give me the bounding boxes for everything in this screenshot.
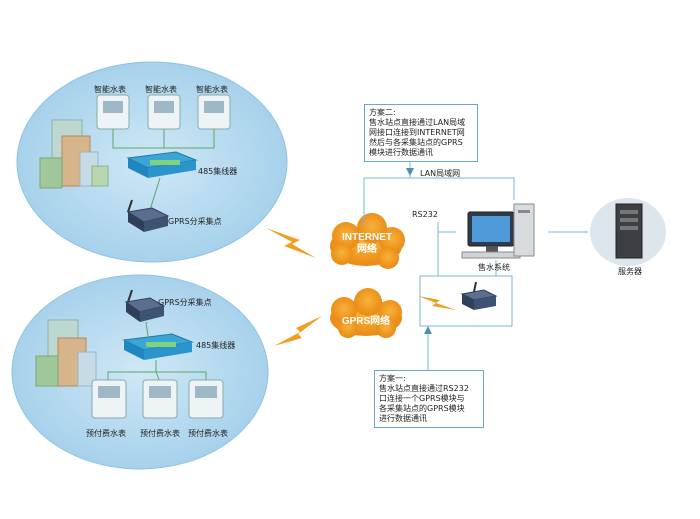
top-meters [96,94,231,149]
bottom-concentrator-label: 485集线器 [196,341,236,350]
top-concentrator-icon [126,151,198,178]
lan-label: LAN局域网 [420,169,461,178]
internet-cloud-icon [330,213,405,269]
smart-meter-icon [96,94,130,130]
internet-label-line2: 网络 [357,244,377,255]
station-gprs-module-icon [460,281,498,310]
plan-two-callout: 方案二: 售水站点直接通过LAN局域 网接口连接到INTERNET网 然后与各采… [364,104,478,162]
prepaid-meter-icon [91,379,127,419]
internet-label-line1: INTERNET [342,232,392,243]
top-meter-label-2: 智能水表 [145,85,177,94]
bottom-buildings-icon [35,319,97,387]
plan-one-line: 进行数据通讯 [379,414,427,423]
bottom-concentrator-icon [122,333,194,360]
prepaid-meter-icon [188,379,224,419]
prepaid-meter-icon [142,379,178,419]
gprs-cloud-icon [330,288,402,338]
lightning-icon [274,316,322,346]
smart-meter-icon [197,94,231,130]
plan-two-line: 然后与各采集站点的GPRS [369,138,463,147]
lightning-icon [418,296,456,310]
rs232-label: RS232 [412,210,438,219]
top-gprs-label: GPRS分采集点 [168,217,222,226]
plan-one-line: 口连接一个GPRS模块与 [379,394,465,403]
server-label: 服务器 [618,267,642,276]
bottom-gprs-label: GPRS分采集点 [158,298,212,307]
connection-lines [363,160,588,372]
plan-one-callout: 方案一: 售水站点直接通过RS232 口连接一个GPRS模块与 各采集站点的GP… [374,370,484,428]
plan-two-line: 网接口连接到INTERNET网 [369,128,465,137]
smart-meter-icon [147,94,181,130]
top-concentrator-label: 485集线器 [198,167,238,176]
plan-one-line: 各采集站点的GPRS模块 [379,404,465,413]
lightning-icon [266,228,316,258]
server-icon [590,198,666,266]
plan-one-line: 售水站点直接通过RS232 [379,384,469,393]
bottom-meter-label-2: 预付费水表 [140,429,180,438]
plan-two-line: 方案二: [369,108,396,117]
gprs-cloud-label: GPRS网络 [341,316,391,327]
top-meter-label-3: 智能水表 [196,85,228,94]
bottom-meters [91,379,224,419]
bottom-gprs-module-icon [124,289,166,322]
pc-station-icon [461,203,535,259]
plan-two-line: 模块进行数据通讯 [369,148,433,157]
top-meter-label-1: 智能水表 [94,85,126,94]
top-gprs-module-icon [126,199,170,232]
top-buildings-icon [39,119,109,189]
pc-label: 售水系统 [478,263,510,272]
bottom-meter-label-1: 预付费水表 [86,429,126,438]
bottom-meter-label-3: 预付费水表 [188,429,228,438]
plan-one-line: 方案一: [379,374,406,383]
plan-two-line: 售水站点直接通过LAN局域 [369,118,466,127]
internet-cloud-label: INTERNET 网络 [336,232,398,256]
